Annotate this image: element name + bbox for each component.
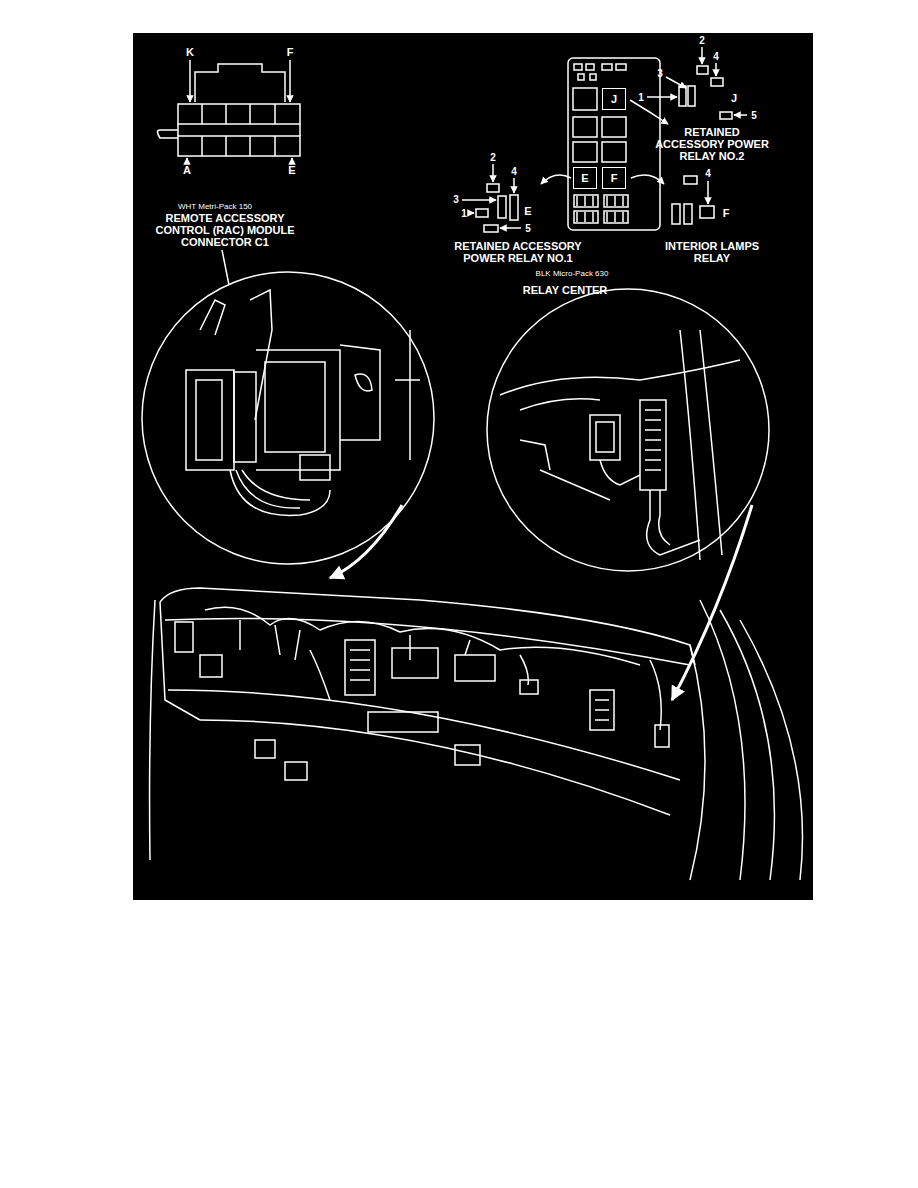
callout-number: 5 [751,110,757,121]
relay-slot: J [602,88,626,110]
part-name: RETAINED ACCESSORY POWER RELAY NO.1 [443,240,593,264]
pin-label: J [731,92,737,104]
part-name: REMOTE ACCESSORY CONTROL (RAC) MODULE CO… [150,212,300,248]
relay-center-map [541,58,668,230]
callout-number: 4 [713,51,719,62]
module-detail-view [142,272,434,564]
callout-number: 3 [657,68,663,79]
view-pointer [672,505,752,700]
callout-number: 1 [638,92,644,103]
part-name: RELAY CENTER [523,284,607,296]
relay-center-detail-view [487,289,769,571]
callout-number: 3 [453,194,459,205]
pin-label: F [723,207,730,219]
relay-pinout [462,164,521,232]
connector-symbol [158,60,301,162]
relay-slot: F [602,167,626,189]
pin-label: F [287,46,294,58]
dashboard-view [150,588,803,880]
pin-label: A [183,164,191,176]
relay-pinout [647,47,747,119]
relay-slot: E [573,167,597,189]
slot-letter: F [611,172,618,184]
connector-type: BLK Micro-Pack 630 [536,269,609,278]
part-name: INTERIOR LAMPS RELAY [665,240,760,264]
slot-letter: E [581,172,588,184]
callout-number: 2 [699,35,705,46]
callout-number: 5 [525,223,531,234]
pin-label: E [524,205,531,217]
slot-letter: J [611,93,617,105]
pin-label: E [288,164,295,176]
callout-number: 4 [705,168,711,179]
connector-type: WHT Metri-Pack 150 [178,202,252,211]
relay-pinout [672,176,714,224]
panel-ground [133,33,813,900]
part-name: RETAINED ACCESSORY POWER RELAY NO.2 [652,126,772,162]
callout-number: 2 [490,152,496,163]
view-pointer [330,505,402,578]
callout-number: 1 [461,208,467,219]
callout-number: 4 [511,166,517,177]
pin-label: K [186,46,194,58]
